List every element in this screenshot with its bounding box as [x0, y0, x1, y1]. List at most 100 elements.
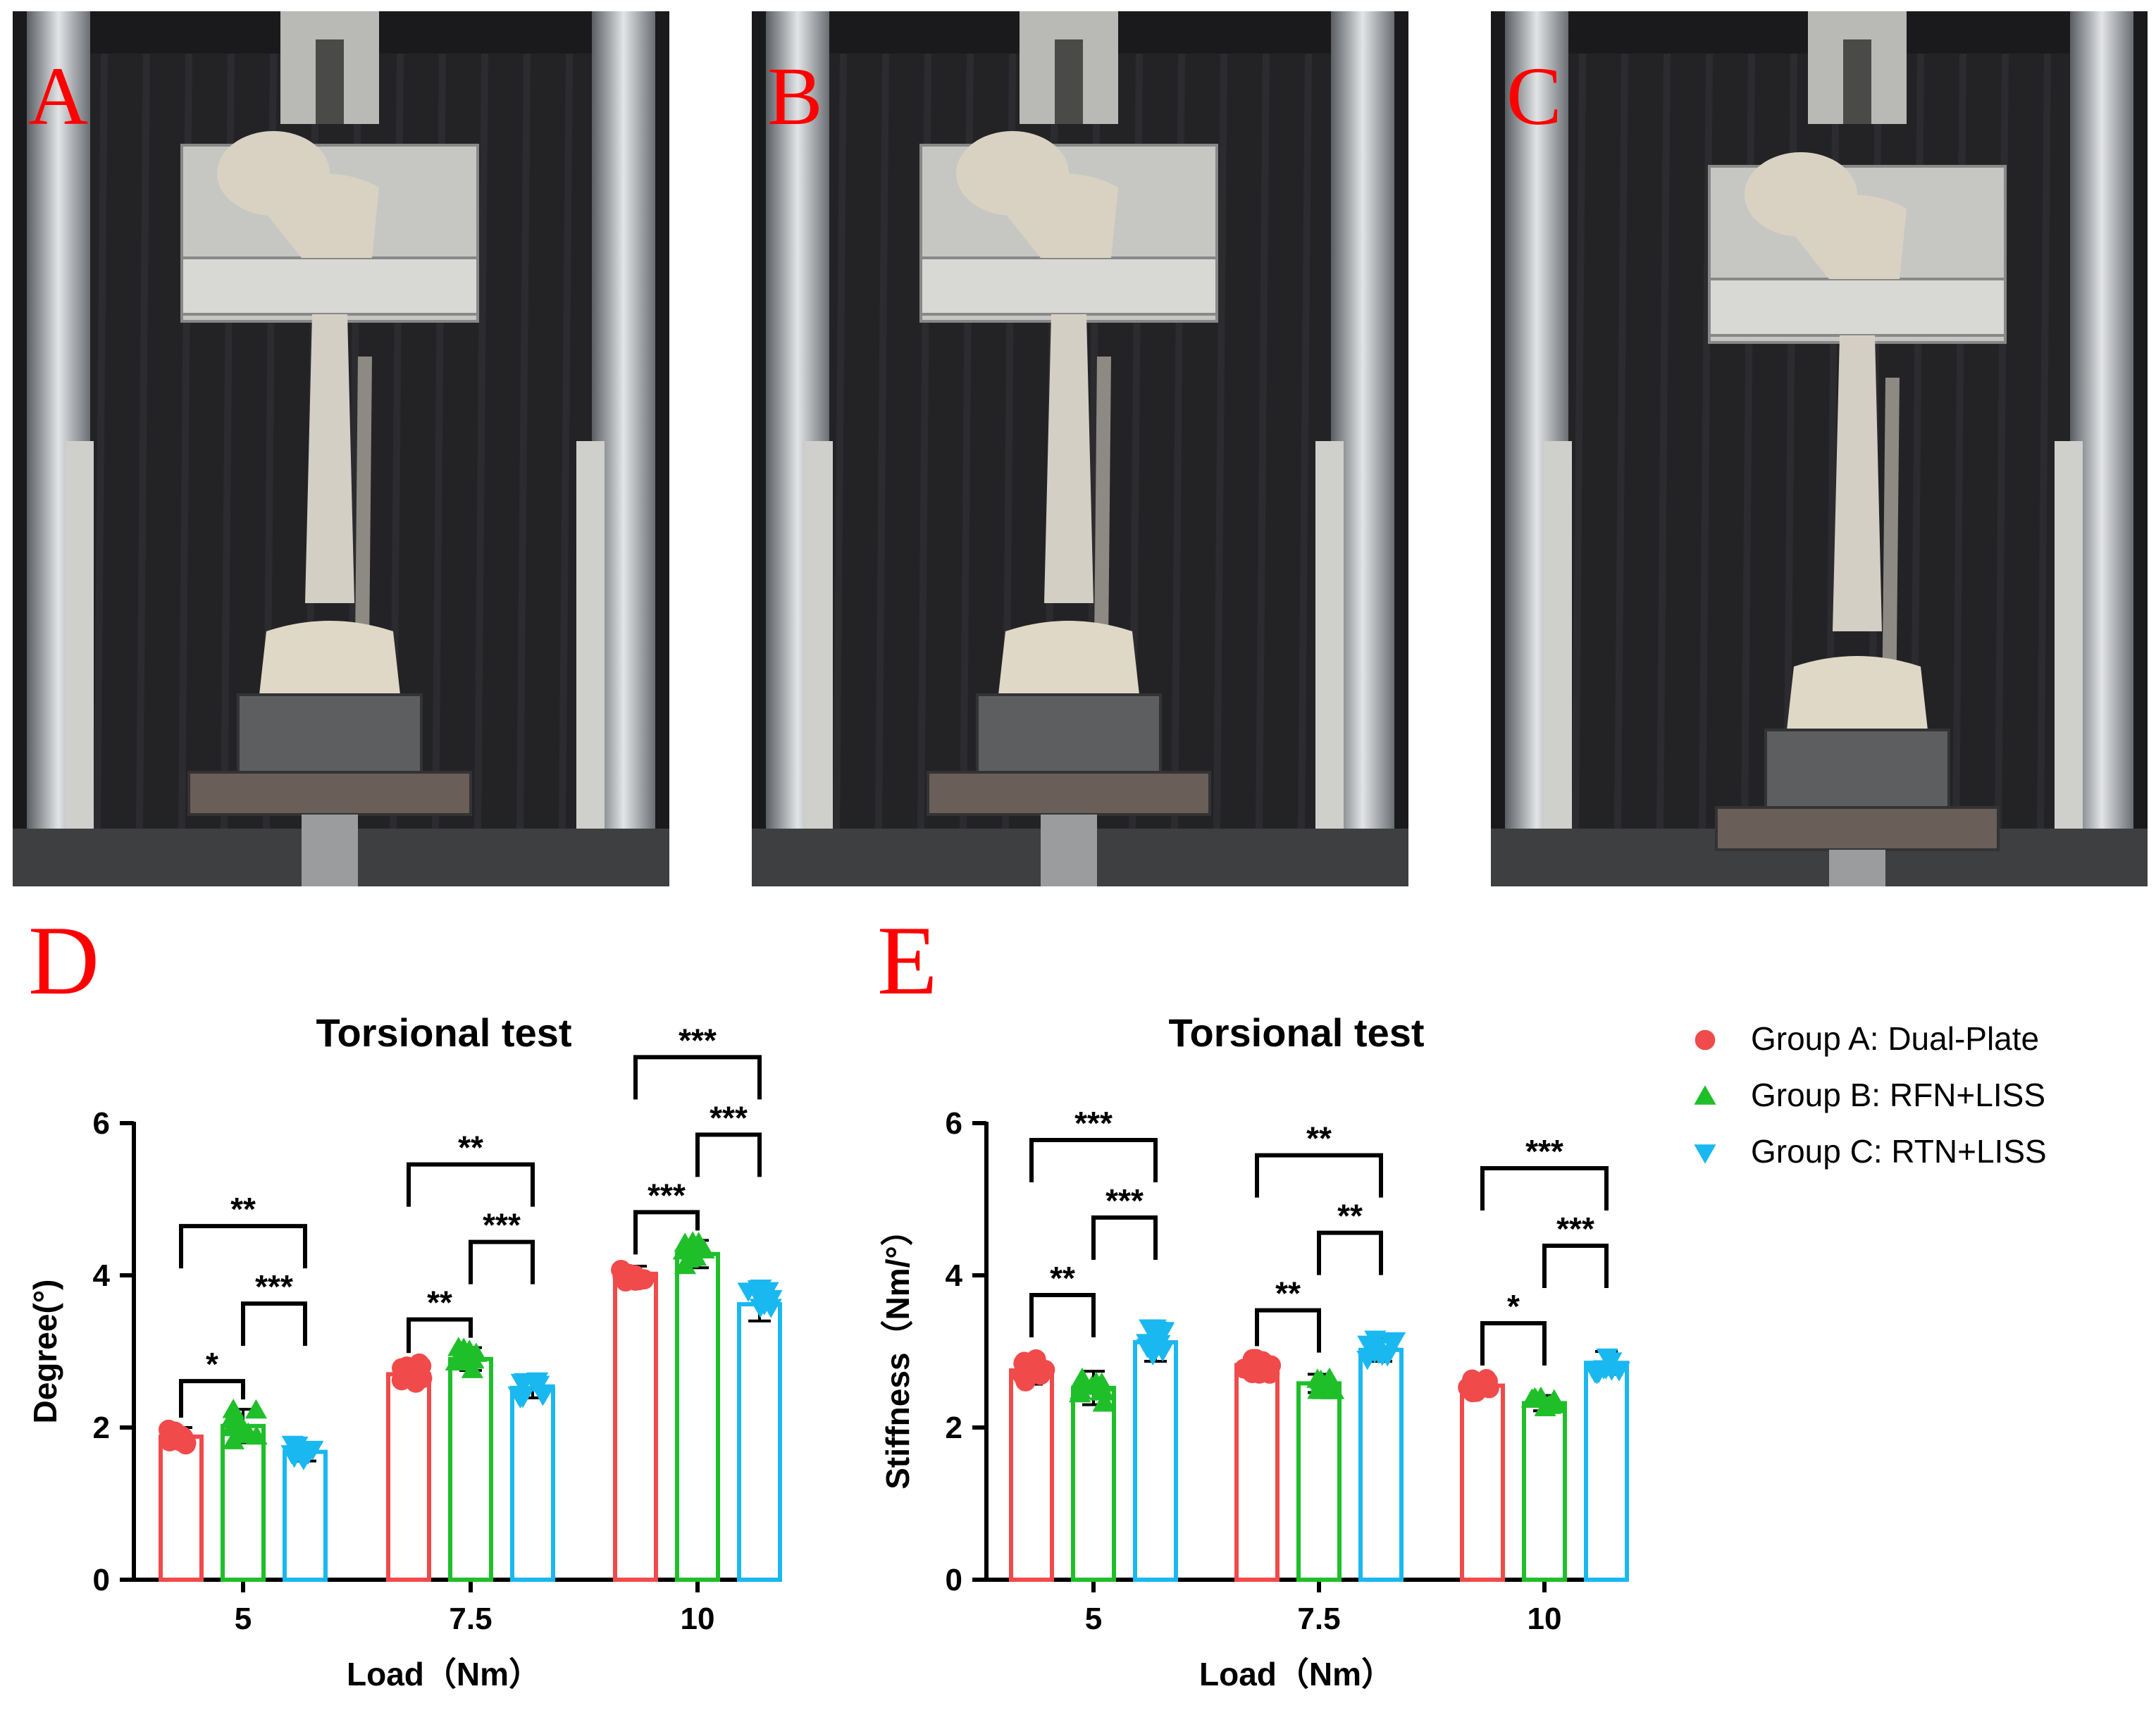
- y-tick-label: 2: [93, 1411, 110, 1445]
- y-tick-label: 6: [93, 1106, 110, 1141]
- significance-bracket: [1317, 1230, 1383, 1275]
- data-point: [1234, 1358, 1255, 1379]
- data-point: [1144, 1319, 1167, 1339]
- photo-panel-c: C: [1491, 11, 2148, 886]
- y-tick-label: 0: [946, 1563, 962, 1597]
- significance-bracket: [241, 1301, 307, 1346]
- chart-title: Torsional test: [1168, 1010, 1424, 1055]
- significance-label: ***: [483, 1207, 521, 1244]
- significance-label: **: [427, 1284, 452, 1321]
- x-axis-label: Load（Nm）: [1199, 1656, 1394, 1692]
- data-point: [244, 1399, 268, 1419]
- significance-bracket: [407, 1317, 473, 1354]
- data-point: [1607, 1361, 1630, 1381]
- legend-item-label: Group B: RFN+LISS: [1751, 1077, 2045, 1113]
- data-point: [1034, 1359, 1055, 1380]
- photo-panel-a: A: [13, 11, 669, 886]
- significance-bracket: [1029, 1138, 1158, 1183]
- chart-title: Torsional test: [316, 1010, 571, 1055]
- data-point: [522, 1373, 545, 1393]
- significance-bracket: [1255, 1308, 1321, 1353]
- y-tick-label: 0: [93, 1563, 110, 1597]
- y-tick-label: 2: [946, 1411, 962, 1445]
- charts-area: D E Torsional test0246Degree(°)Load（Nm）5…: [27, 906, 2047, 1692]
- significance-label: *: [206, 1346, 218, 1382]
- lower-fixture: [1764, 729, 1950, 809]
- significance-label: ***: [648, 1177, 686, 1213]
- data-point: [1093, 1390, 1115, 1411]
- significance-label: ***: [1525, 1133, 1563, 1170]
- data-point: [1141, 1346, 1164, 1366]
- data-point: [1539, 1394, 1561, 1414]
- x-axis-label: Load（Nm）: [347, 1656, 541, 1692]
- bar: [1358, 1347, 1404, 1583]
- bar: [1522, 1401, 1567, 1582]
- significance-label: ***: [710, 1099, 748, 1136]
- data-point: [233, 1420, 256, 1440]
- x-tick-label: 10: [681, 1602, 715, 1636]
- bar: [510, 1385, 555, 1583]
- data-point: [1694, 1085, 1716, 1105]
- x-tick-label: 10: [1528, 1602, 1562, 1636]
- chart-degree: Torsional test0246Degree(°)Load（Nm）5****…: [27, 1010, 783, 1692]
- bar: [1584, 1361, 1629, 1582]
- bar: [386, 1372, 431, 1583]
- data-point: [1357, 1335, 1380, 1355]
- photo-panel-b: B: [752, 11, 1408, 886]
- y-tick-label: 4: [93, 1258, 111, 1293]
- data-point: [672, 1240, 695, 1260]
- x-tick-label: 5: [235, 1602, 252, 1636]
- significance-bracket: [695, 1132, 762, 1177]
- significance-label: ***: [1074, 1105, 1113, 1141]
- data-point: [1368, 1344, 1390, 1365]
- data-point: [1694, 1144, 1716, 1164]
- data-point: [1320, 1380, 1343, 1399]
- testing-machine-illustration: C: [1491, 11, 2148, 886]
- significance-bracket: [1480, 1321, 1547, 1366]
- significance-label: **: [458, 1129, 483, 1166]
- bar: [283, 1449, 328, 1582]
- significance-bracket: [179, 1224, 307, 1269]
- data-point: [1587, 1363, 1610, 1384]
- significance-bracket: [469, 1239, 535, 1284]
- y-tick-label: 6: [946, 1106, 962, 1141]
- significance-bracket: [1091, 1215, 1158, 1261]
- data-point: [1356, 1351, 1379, 1370]
- x-tick-label: 7.5: [449, 1602, 492, 1636]
- significance-label: *: [1507, 1288, 1520, 1325]
- distal-condyle: [998, 621, 1139, 695]
- data-point: [221, 1406, 244, 1425]
- bar: [1071, 1385, 1116, 1583]
- significance-bracket: [1480, 1166, 1609, 1211]
- data-point: [445, 1351, 467, 1371]
- bar: [737, 1302, 782, 1582]
- panel-label-e: E: [877, 906, 938, 1015]
- y-tick-label: 4: [946, 1258, 963, 1293]
- significance-label: **: [1337, 1198, 1363, 1234]
- data-point: [1380, 1333, 1402, 1354]
- data-point: [1014, 1351, 1035, 1373]
- bar: [448, 1356, 493, 1582]
- significance-label: **: [1275, 1275, 1301, 1312]
- significance-bracket: [179, 1379, 245, 1418]
- bar: [1009, 1368, 1054, 1582]
- data-point: [299, 1441, 322, 1461]
- lower-fixture: [237, 693, 423, 774]
- distal-condyle: [259, 621, 400, 695]
- distal-condyle: [1787, 656, 1928, 730]
- bone-shaft: [1833, 335, 1882, 631]
- significance-bracket: [633, 1210, 700, 1255]
- data-point: [1093, 1381, 1115, 1401]
- bar: [1133, 1340, 1178, 1582]
- bar: [1460, 1383, 1505, 1582]
- data-point: [1311, 1371, 1333, 1391]
- significance-label: ***: [679, 1022, 717, 1058]
- data-point: [688, 1232, 710, 1251]
- data-point: [280, 1445, 303, 1465]
- data-point: [1071, 1367, 1094, 1387]
- bar: [159, 1434, 204, 1583]
- data-point: [1070, 1380, 1092, 1399]
- data-point: [1695, 1029, 1716, 1051]
- data-point: [1469, 1377, 1489, 1398]
- data-point: [406, 1361, 426, 1382]
